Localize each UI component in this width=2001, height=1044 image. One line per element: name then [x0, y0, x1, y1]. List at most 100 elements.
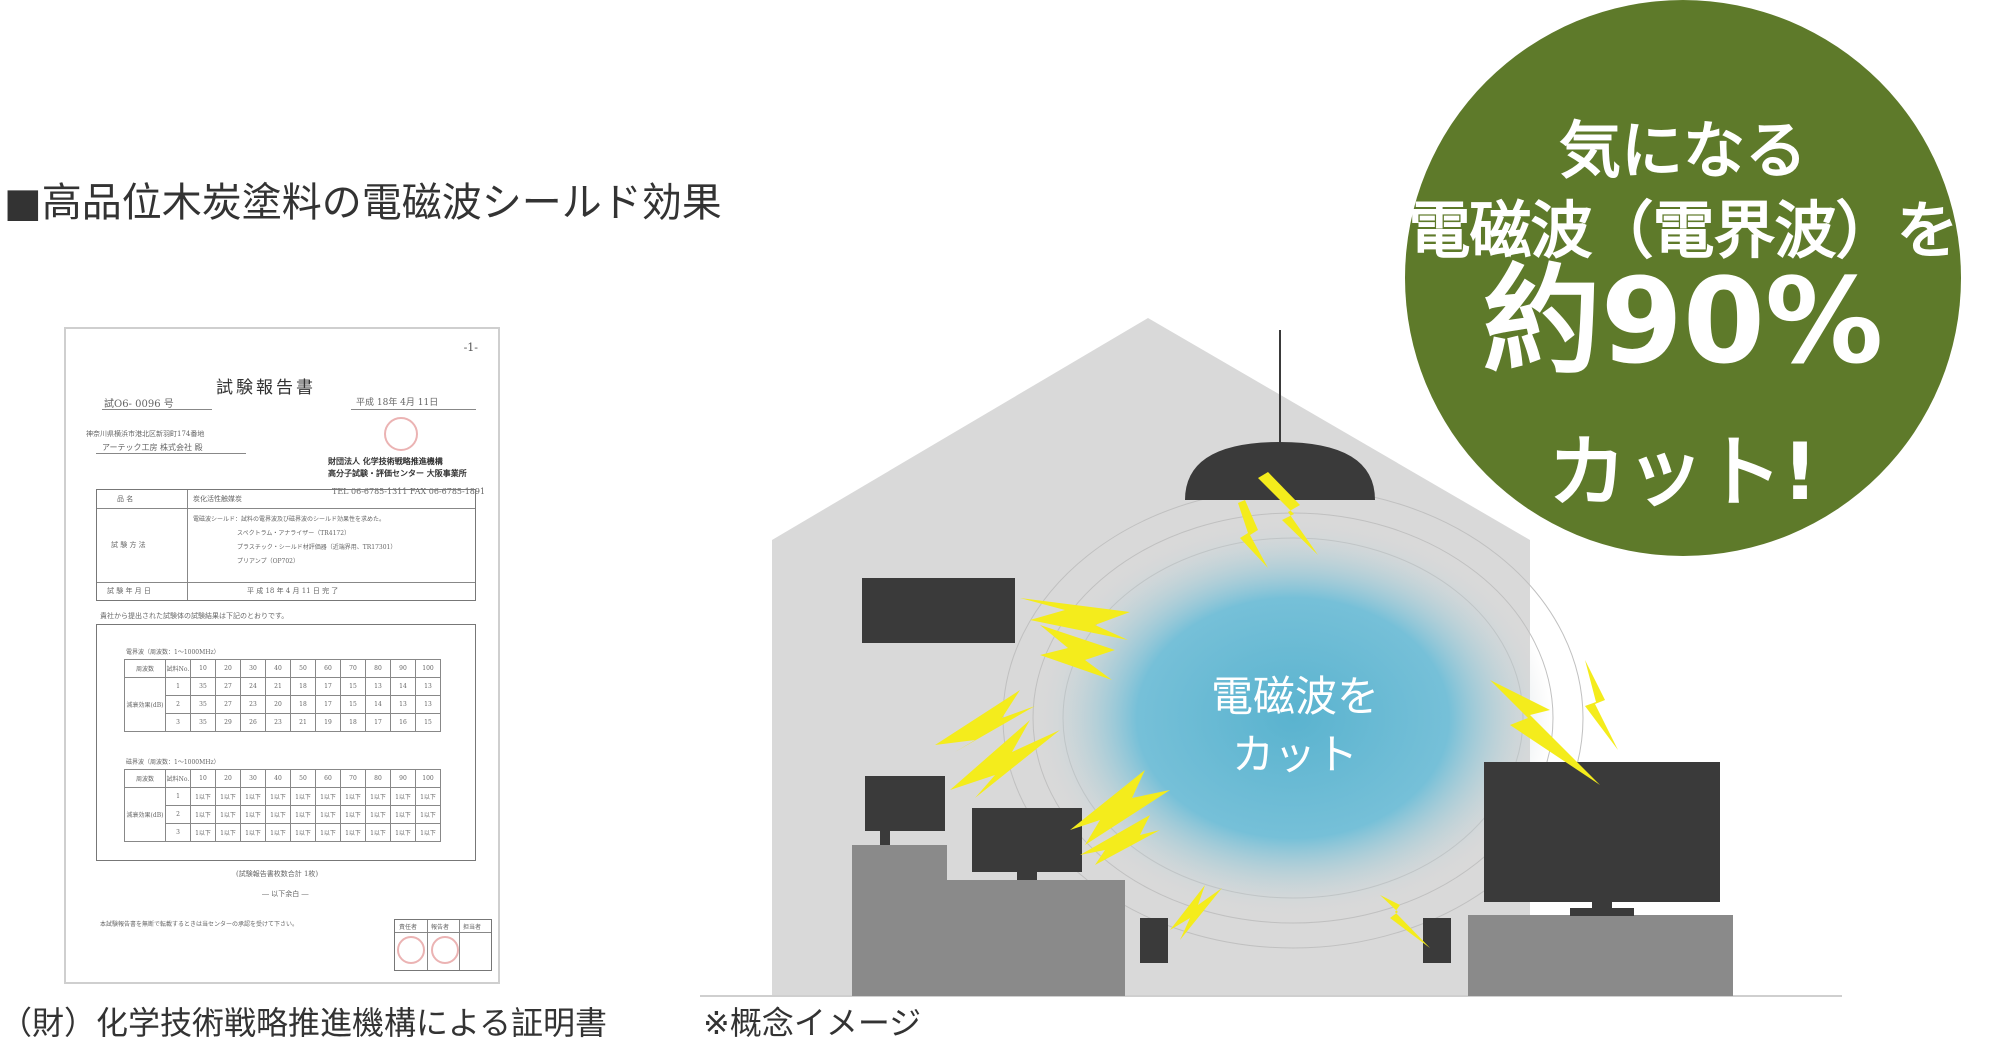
issuer-line1: 財団法人 化学技術戦略推進機構	[328, 456, 443, 466]
info-table: 品 名 炭化活性触媒炭 試 験 方 法 電磁波シールド：試料の電界波及び磁界波の…	[96, 489, 476, 601]
table-cell: 1以下	[340, 823, 366, 842]
table-cell: 17	[315, 695, 341, 714]
issuer-line2: 高分子試験・評価センター 大阪事業所	[328, 468, 467, 478]
table-cell: 1以下	[315, 787, 341, 806]
table-cell: 1以下	[315, 823, 341, 842]
table-cell: 1以下	[365, 823, 391, 842]
table-cell: 1以下	[415, 805, 441, 824]
concept-caption: ※概念イメージ	[703, 1004, 922, 1042]
table-cell: 14	[390, 677, 416, 696]
table-cell: 周波数	[124, 769, 166, 788]
page-number: -1-	[463, 341, 478, 354]
table-cell: 18	[290, 695, 316, 714]
table-cell: 1以下	[265, 787, 291, 806]
table-cell: 17	[365, 713, 391, 732]
ceiling-lamp	[1185, 442, 1375, 500]
table-cell: 100	[415, 659, 441, 678]
effect-badge: 気になる 電磁波（電界波）を 約90% カット!	[1405, 0, 1961, 556]
table-cell: 40	[265, 769, 291, 788]
certificate-document: -1- 試験報告書 試O6- 0096 号 平成 18年 4月 11日 神奈川県…	[64, 327, 500, 984]
table-cell: 1以下	[390, 787, 416, 806]
table-cell: 30	[240, 659, 266, 678]
table-cell: 60	[315, 659, 341, 678]
table-cell: 20	[265, 695, 291, 714]
table-cell: 13	[365, 677, 391, 696]
table-cell: 2	[165, 695, 191, 714]
table-cell: 1以下	[415, 787, 441, 806]
table-cell: 19	[315, 713, 341, 732]
seal-stamp	[384, 417, 418, 451]
table-cell: 18	[340, 713, 366, 732]
table-cell: 1以下	[390, 823, 416, 842]
table-cell: 試料No.	[165, 659, 191, 678]
left-desk	[852, 845, 947, 996]
table-cell: 17	[315, 677, 341, 696]
table-cell: 35	[190, 677, 216, 696]
certificate-title: 試験報告書	[216, 378, 316, 398]
speaker-right	[1423, 918, 1451, 963]
table-cell: 1以下	[240, 823, 266, 842]
table-cell: 1以下	[290, 805, 316, 824]
table-cell: 1以下	[365, 787, 391, 806]
table-cell: 13	[415, 677, 441, 696]
certificate-date: 平成 18年 4月 11日	[356, 398, 439, 408]
table-cell: 27	[215, 695, 241, 714]
table-cell: 80	[365, 659, 391, 678]
table-cell: 15	[415, 713, 441, 732]
table-cell: 1以下	[365, 805, 391, 824]
badge-line4: カット!	[1548, 428, 1818, 518]
table2-title: 磁界波（周波数：1～1000MHz）	[126, 759, 220, 766]
table1-title: 電界波（周波数：1～1000MHz）	[126, 649, 220, 656]
table-cell: 1	[165, 787, 191, 806]
table-cell: 1以下	[315, 805, 341, 824]
tv-stand	[1468, 915, 1733, 996]
table-cell: 1以下	[240, 787, 266, 806]
table-cell: 10	[190, 659, 216, 678]
badge-line1: 気になる	[1558, 114, 1807, 187]
method-item: スペクトラム・アナライザー（TR4172）	[237, 530, 351, 537]
row-value-product: 炭化活性触媒炭	[193, 495, 242, 503]
table-cell: 1以下	[290, 823, 316, 842]
table-cell: 1以下	[390, 805, 416, 824]
table-cell: 1以下	[290, 787, 316, 806]
table-cell: 50	[290, 659, 316, 678]
report-count: (試験報告書枚数合計 1枚)	[236, 870, 319, 878]
table-cell: 3	[165, 823, 191, 842]
row-value-method: 電磁波シールド：試料の電界波及び磁界波のシールド効果性を求めた。	[193, 516, 386, 523]
left-desk-low	[945, 880, 1125, 996]
speaker-left	[1140, 918, 1168, 963]
table-cell: 試料No.	[165, 769, 191, 788]
house-illustration	[700, 318, 1842, 997]
table-cell: 20	[215, 659, 241, 678]
signature-box: 責任者 報告者 担当者	[394, 919, 492, 971]
table-cell: 13	[415, 695, 441, 714]
row-label-method: 試 験 方 法	[111, 541, 146, 549]
table-cell: 1以下	[215, 805, 241, 824]
table-cell: 1以下	[215, 823, 241, 842]
table-cell: 1以下	[240, 805, 266, 824]
table-cell: 1	[165, 677, 191, 696]
table-cell: 27	[215, 677, 241, 696]
table-cell: 30	[240, 769, 266, 788]
shield-glow	[1033, 518, 1553, 918]
table-cell: 20	[215, 769, 241, 788]
table-cell: 60	[315, 769, 341, 788]
cut-label-line2: カット	[1231, 730, 1358, 779]
table-cell: 15	[340, 695, 366, 714]
table-cell: 100	[415, 769, 441, 788]
method-item: プリアンプ（OP702）	[237, 558, 299, 565]
table-cell: 1以下	[265, 805, 291, 824]
table-cell: 1以下	[190, 787, 216, 806]
certificate-number: 試O6- 0096 号	[104, 399, 174, 410]
row-label-date: 試 験 年 月 日	[107, 587, 151, 595]
table-cell: 21	[290, 713, 316, 732]
footer-note: 本試験報告書を無断で転載するときは当センターの承認を受けて下さい。	[100, 921, 299, 928]
table-cell: 23	[240, 695, 266, 714]
table-cell: 14	[365, 695, 391, 714]
table-cell: 24	[240, 677, 266, 696]
section-heading: ■高品位木炭塗料の電磁波シールド効果	[4, 180, 722, 226]
results-intro: 貴社から提出された試験体の試験結果は下記のとおりです。	[100, 612, 289, 620]
seal-stamp	[431, 936, 459, 964]
table-cell: 16	[390, 713, 416, 732]
